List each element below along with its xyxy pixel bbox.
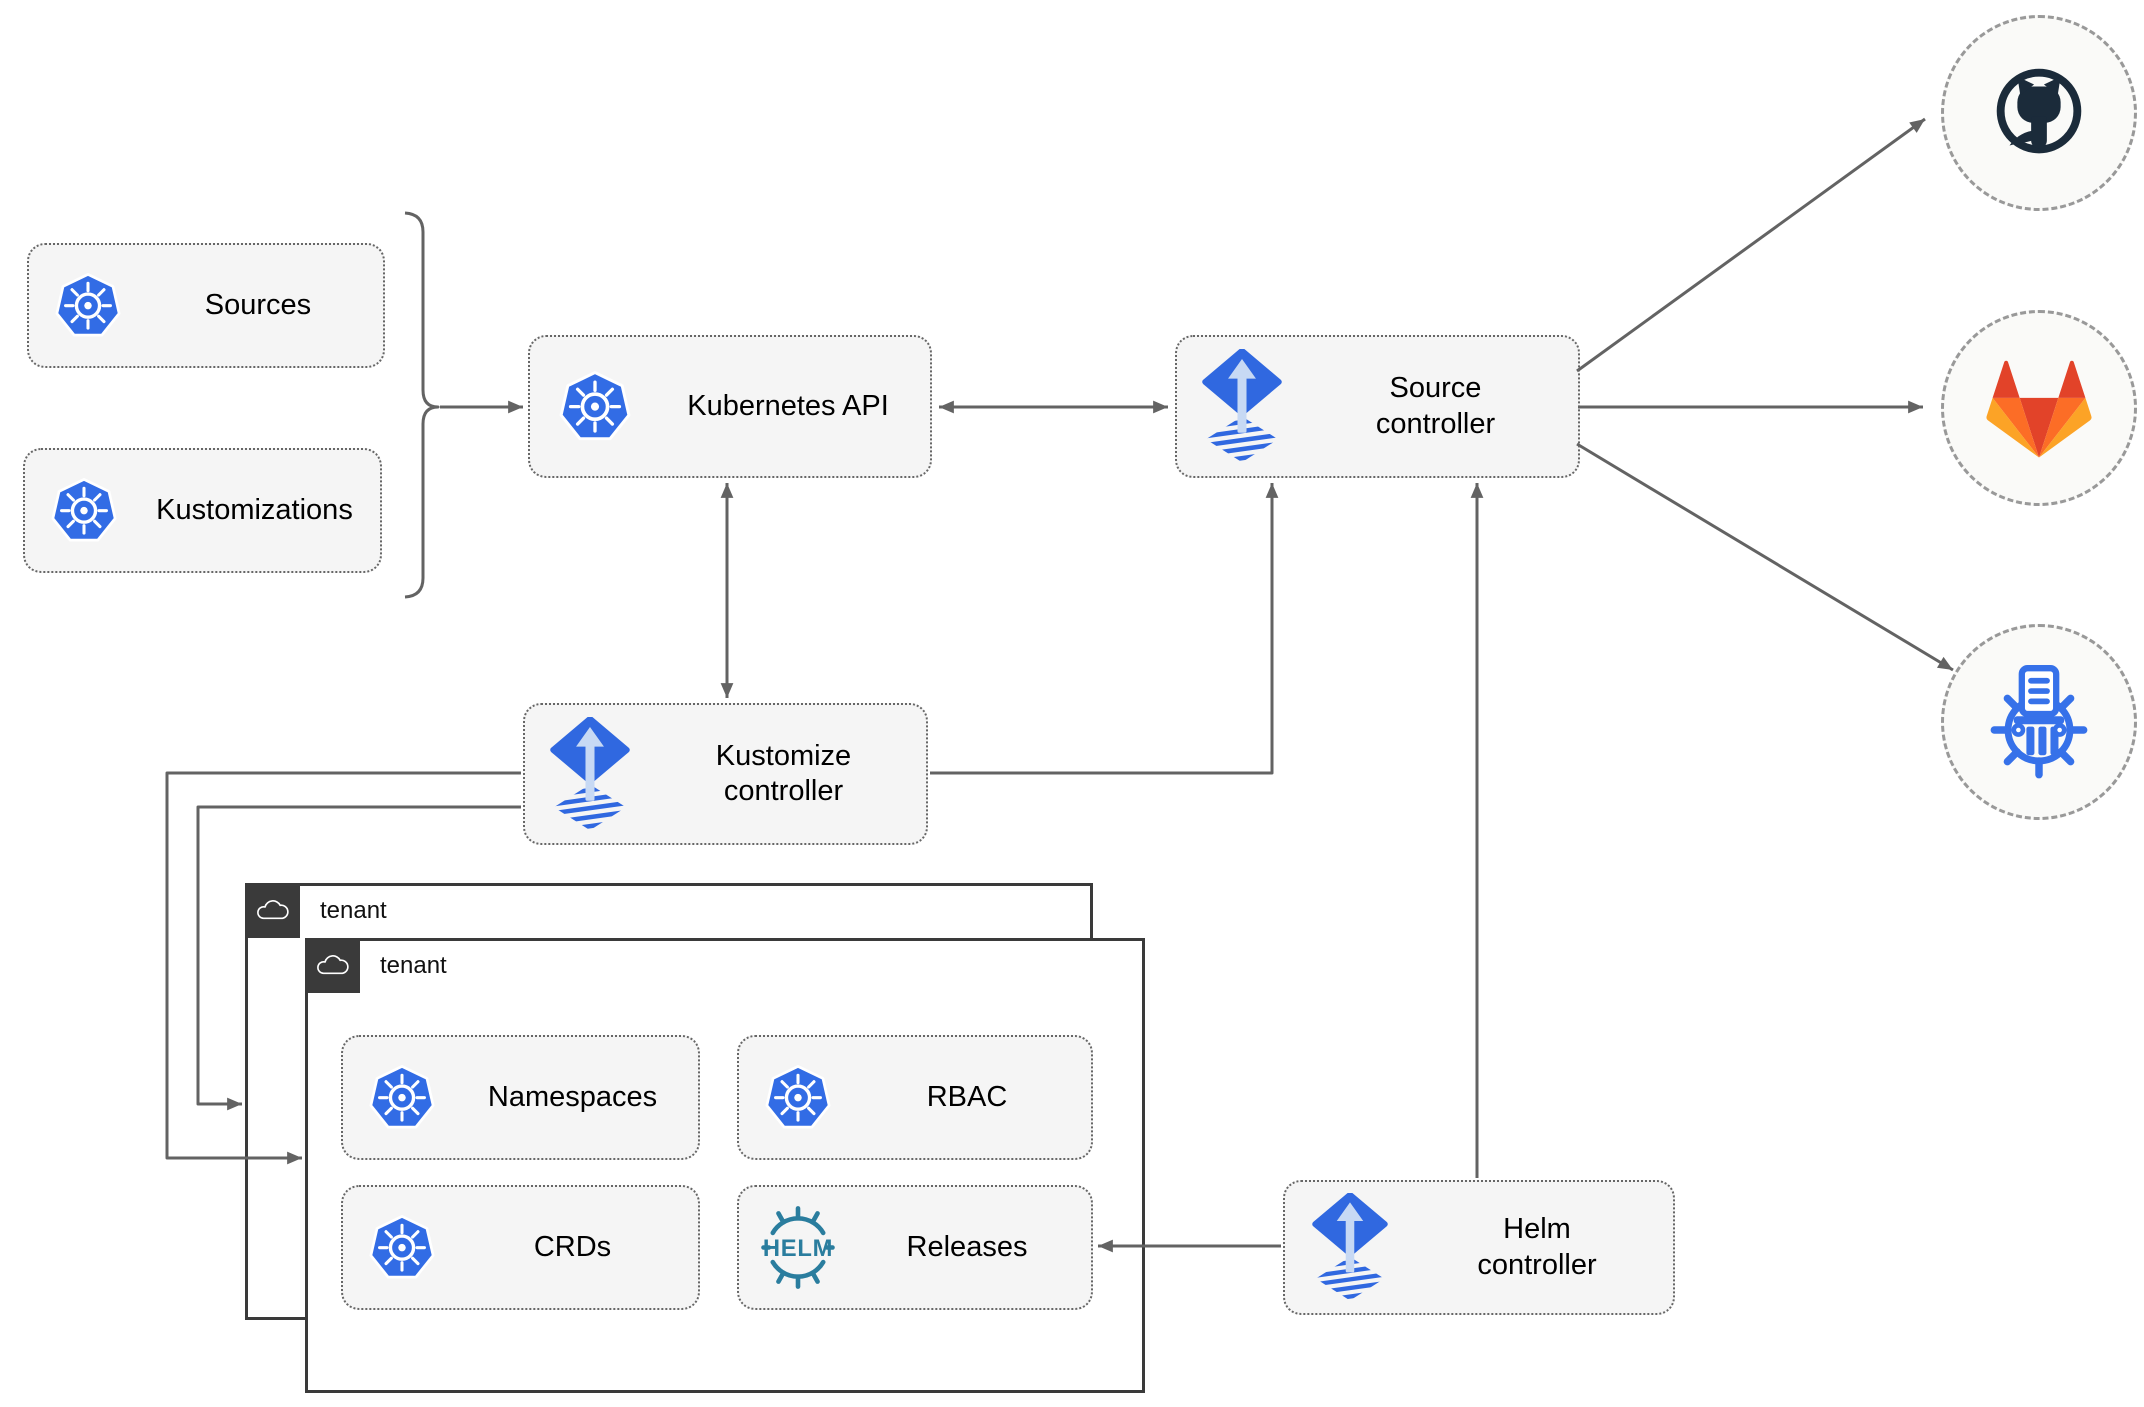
node-kustomizations: Kustomizations xyxy=(23,448,382,573)
connector-source-controller-to-github xyxy=(1576,117,1926,373)
node-label: Source controller xyxy=(1375,372,1496,440)
node-source-controller: Source controller xyxy=(1175,335,1580,478)
node-label: Namespaces xyxy=(487,1080,658,1113)
connector-kustomize-to-source-controller xyxy=(930,483,1279,775)
node-label: Helm controller xyxy=(1477,1213,1597,1281)
node-namespaces: Namespaces xyxy=(341,1035,700,1160)
tenant-box-inner xyxy=(305,938,1145,1393)
node-releases: HELM Releases xyxy=(737,1185,1093,1310)
node-label: Releases xyxy=(906,1230,1028,1263)
tenant-outer-label: tenant xyxy=(320,897,387,924)
github-circle xyxy=(1941,15,2137,211)
node-kustomize-controller: Kustomize controller xyxy=(523,703,928,845)
github-icon xyxy=(1980,54,2098,172)
helm-icon: HELM xyxy=(739,1205,857,1290)
node-label: Kustomizations xyxy=(156,493,353,526)
node-label: Kustomize controller xyxy=(715,739,852,807)
node-crds: CRDs xyxy=(341,1185,700,1310)
gitlab-circle xyxy=(1941,310,2137,506)
kubernetes-icon xyxy=(343,1064,461,1131)
flux-icon xyxy=(1285,1193,1415,1302)
node-label: RBAC xyxy=(926,1080,1008,1113)
bracket-sources-kustomizations xyxy=(404,211,440,599)
kubernetes-icon xyxy=(739,1064,857,1131)
tenant-inner-label: tenant xyxy=(380,952,447,979)
kubernetes-icon xyxy=(530,370,660,443)
kubernetes-icon xyxy=(29,272,147,339)
cloud-icon xyxy=(255,898,291,923)
kubernetes-icon xyxy=(25,477,143,544)
kubernetes-icon xyxy=(343,1214,461,1281)
connector-source-controller-to-chartmuseum xyxy=(1576,442,1954,672)
node-rbac: RBAC xyxy=(737,1035,1093,1160)
chartmuseum-icon xyxy=(1976,659,2102,785)
node-sources: Sources xyxy=(27,243,385,368)
node-label: Sources xyxy=(204,288,312,321)
tenant-outer-badge xyxy=(245,883,300,938)
node-kubernetes-api: Kubernetes API xyxy=(528,335,932,478)
chartmuseum-circle xyxy=(1941,624,2137,820)
cloud-icon xyxy=(315,953,351,978)
tenant-inner-badge xyxy=(305,938,360,993)
gitlab-icon xyxy=(1976,345,2102,471)
flux-icon xyxy=(1177,349,1307,464)
flux-icon xyxy=(525,716,655,832)
helm-wordmark: HELM xyxy=(763,1235,833,1262)
node-label: Kubernetes API xyxy=(687,389,889,422)
node-helm-controller: Helm controller xyxy=(1283,1180,1675,1315)
node-label: CRDs xyxy=(533,1230,612,1263)
